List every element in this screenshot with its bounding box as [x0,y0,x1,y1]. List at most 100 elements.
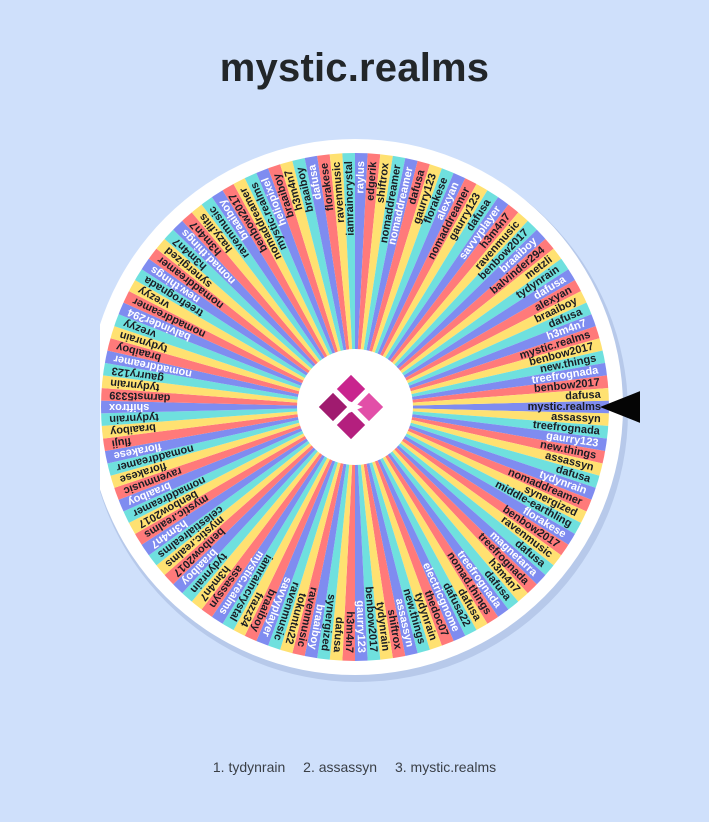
wheel-segment [355,407,468,646]
ranking-item-1: 1. tydynrain [212,759,286,775]
ranking-item-2: 2. assassyn [303,759,378,775]
wheel-segment [355,407,501,629]
wheel-segment [291,407,355,661]
wheel-segment [118,407,355,526]
wheel-segment [355,407,586,537]
wheel-entry-label: fluji [111,435,132,450]
wheel-segment [355,374,609,407]
wheel-segment [169,217,355,407]
wheel-segment [355,407,558,579]
wheel-segment [355,407,432,659]
wheel-segment [105,324,355,407]
wheel-segment [355,400,609,414]
wheel-segment [242,407,355,646]
wheel-segment [152,235,355,407]
wheel-segment [355,407,601,502]
wheel-segment [101,374,355,407]
wheel-segment [231,173,355,407]
wheel-entry-label: h3m4n7 [343,611,356,653]
wheel-segment [178,208,355,407]
wheel-entry-label: darmst5339 [109,389,171,404]
wheel-segment [130,407,355,548]
wheel-entry-label: raylus [354,161,367,194]
wheel-segment [355,200,522,407]
wheel-segment [355,407,609,452]
wheel-entry-label: shiftrox [375,161,392,203]
wheel-segment [355,407,491,635]
wheel-segment [266,159,355,407]
wheel-segment [355,163,456,407]
wheel-segment [355,217,541,407]
wheel-segment [355,407,609,427]
wheel-segment [355,407,609,465]
wheel-segment [303,407,355,661]
wheel-segment [355,407,522,614]
wheel-segment [242,168,355,407]
ranking-list: 1. tydynrain 2. assassyn 3. mystic.realm… [0,759,709,775]
wheel-segment [291,153,355,407]
wheel-segment [137,407,355,559]
wheel-segment [266,407,355,655]
wheel-segment [109,407,355,502]
wheel-segment [355,407,550,588]
wheel-segment [355,407,605,490]
wheel-segment [355,387,609,407]
wheel-segment [219,179,355,407]
wheel-segment [160,226,355,407]
wheel-segment [355,192,512,407]
wheel-segment [355,407,444,655]
wheel-segment [303,153,355,407]
wheel-segment [124,407,355,537]
wheel-segment [209,185,355,407]
wheel-segment [355,153,419,407]
wheel-segment [118,288,355,407]
wheel-segment [254,407,355,651]
wheel-entry-label: dafusa [565,389,602,403]
wheel-entry-label: florakese [318,162,336,211]
wheel-segment [355,324,605,407]
wheel-segment [152,407,355,579]
wheel-entry-label: dafusa [331,616,346,653]
wheel-segment [316,153,355,407]
wheel-segment [101,349,355,407]
wheel-entry-label: shiftrox [108,401,149,413]
wheel-segment [355,168,468,407]
wheel-segment [316,407,355,661]
wheel-segment [355,349,609,407]
wheel-segment [329,407,355,661]
wheel-segment [198,407,355,622]
wheel-entry-label: mystic.realms [528,401,601,413]
wheel-segment [130,266,355,407]
wheel-segment [342,407,355,661]
wheel-entry-label: tydynrain [109,377,160,394]
wheel-segment [101,400,355,414]
wheel-segment [355,245,566,407]
wheel-segment [342,153,355,407]
wheel-segment [355,407,597,514]
wheel-segment [355,173,479,407]
wheel-segment [355,255,573,407]
wheel-segment [102,336,355,407]
wheel-segment [329,153,355,407]
wheel-entry-label: gaurry123 [354,600,367,653]
wheel-segment [355,407,381,661]
wheel-entry-label: edgerik [364,160,379,201]
wheel-segment [355,407,394,661]
wheel-segment [219,407,355,635]
wheel-segment [355,179,491,407]
wheel-segment [355,407,456,651]
page-title: mystic.realms [219,46,490,90]
wheel-segment [101,407,355,440]
wheel-segment [188,407,355,614]
wheel-segment [169,407,355,597]
wheel-entry-label: ravenmusic [331,161,348,223]
wheel-graphic[interactable]: mystic.realmsassassyntreefrognadagaurry1… [100,137,640,697]
wheel-segment [105,407,355,490]
wheel-segment [101,407,355,427]
wheel-segment [124,277,355,407]
wheel-segment [101,407,355,452]
wheel-segment [355,153,368,407]
wheel-segment [355,266,580,407]
wheel-segment [101,362,355,407]
